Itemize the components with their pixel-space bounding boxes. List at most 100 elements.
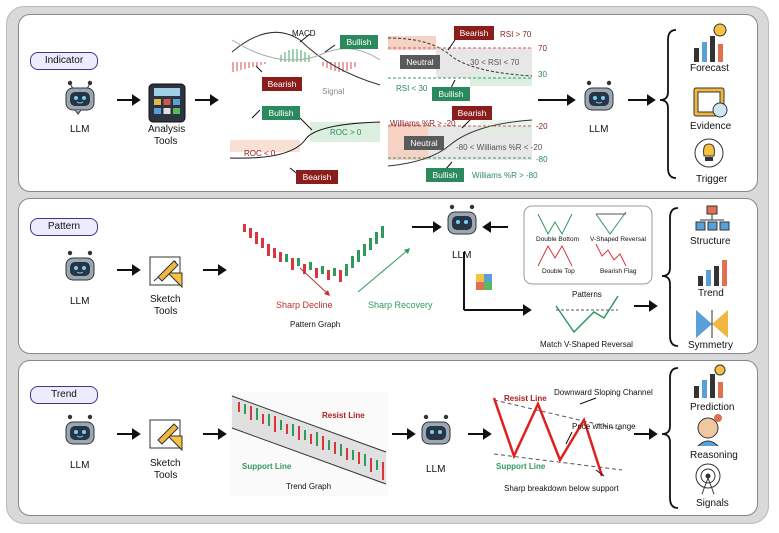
prediction-icon [694, 364, 726, 398]
output-structure: Structure [690, 236, 731, 247]
brace-icon [661, 207, 679, 347]
roc-bearish: Bearish [296, 170, 338, 184]
llm-label: LLM [70, 124, 90, 135]
zigzag-chart [492, 397, 623, 477]
double-top-icon [537, 244, 573, 267]
rsi-neutral: Neutral [400, 55, 440, 69]
pattern-tag: Pattern [30, 218, 98, 236]
rsi-tick-30: 30 [538, 70, 547, 79]
rsi-bearish: Bearish [454, 26, 494, 40]
match-caption: Match V-Shaped Reversal [540, 340, 633, 349]
within-range-label: Price within range [572, 422, 636, 431]
robot-icon-out [421, 414, 451, 445]
llm-out-label: LLM [589, 124, 609, 135]
resist-line-label-2: Resist Line [504, 394, 547, 403]
evidence-icon [693, 87, 728, 118]
output-evidence: Evidence [690, 121, 732, 132]
robot-icon [65, 250, 95, 281]
williams-bearish: Bearish [452, 106, 492, 120]
robot-icon-out [584, 80, 614, 111]
bearish-flag-icon [595, 243, 627, 267]
breakdown-label: Sharp breakdown below support [504, 484, 619, 493]
williams-tick-20: -20 [536, 122, 548, 131]
macd-chart [231, 31, 381, 86]
williams-low: Williams %R > -80 [472, 171, 538, 180]
double-bottom-icon [537, 213, 573, 236]
roc-chart [229, 109, 381, 177]
sketch-tool-icon [149, 419, 183, 452]
pattern-double-bottom: Double Bottom [536, 236, 579, 243]
robot-icon [65, 80, 95, 115]
roc-bullish: Bullish [262, 106, 300, 120]
rsi-bullish: Bullish [432, 87, 470, 101]
rsi-chart [387, 36, 533, 91]
trend-tag: Trend [30, 386, 98, 404]
tools-label-1: Analysis [148, 124, 186, 135]
pattern-double-top: Double Top [542, 268, 575, 275]
trend-channel-chart [230, 392, 388, 496]
trend-graph-caption: Trend Graph [286, 482, 332, 491]
tools-label-1: Sketch [150, 294, 181, 305]
calculator-icon [148, 83, 186, 123]
patterns-box [523, 205, 653, 285]
llm-label: LLM [70, 460, 90, 471]
tools-label-2: Tools [154, 306, 178, 317]
williams-high: Williams %R > -20 [390, 119, 456, 128]
match-v-icon [555, 295, 619, 334]
rsi-low: RSI < 30 [396, 84, 428, 93]
support-line-label-2: Support Line [496, 462, 546, 471]
forecast-icon [694, 23, 727, 62]
trend-icon [698, 260, 727, 286]
sketch-tool-icon [149, 256, 183, 289]
williams-tick-80: -80 [536, 155, 548, 164]
robot-icon-out [447, 204, 477, 235]
pattern-graph-caption: Pattern Graph [290, 320, 341, 329]
output-trigger: Trigger [696, 174, 728, 185]
tools-label-2: Tools [154, 470, 178, 481]
pattern-candles [243, 224, 410, 296]
output-prediction: Prediction [690, 402, 735, 413]
signals-icon [695, 463, 721, 495]
williams-mid: -80 < Williams %R < -20 [456, 143, 543, 152]
structure-icon [695, 205, 730, 231]
support-line-label: Support Line [242, 462, 292, 471]
symmetry-icon [696, 310, 728, 338]
brace-icon [661, 367, 679, 509]
sharp-decline: Sharp Decline [276, 300, 333, 310]
llm-label: LLM [70, 296, 90, 307]
puzzle-icon [476, 274, 492, 290]
llm-out-label: LLM [452, 250, 472, 261]
williams-bullish: Bullish [426, 168, 464, 182]
trigger-icon [694, 138, 724, 168]
rsi-mid: 30 < RSI < 70 [470, 58, 520, 67]
roc-down: ROC < 0 [244, 149, 276, 158]
llm-out-label: LLM [426, 464, 446, 475]
macd-bearish: Bearish [262, 77, 302, 91]
williams-neutral: Neutral [404, 136, 444, 150]
indicator-tag: Indicator [30, 52, 98, 70]
pattern-bearish-flag: Bearish Flag [600, 268, 637, 275]
roc-up: ROC > 0 [330, 128, 362, 137]
channel-label: Downward Sloping Channel [554, 388, 653, 397]
sharp-recovery: Sharp Recovery [368, 300, 433, 310]
macd-signal: Signal [322, 87, 345, 96]
reasoning-icon [697, 414, 722, 447]
output-signals: Signals [696, 498, 729, 509]
output-symmetry: Symmetry [688, 340, 733, 351]
pattern-v-reversal: V-Shaped Reversal [590, 236, 647, 243]
macd-title: MACD [292, 29, 316, 38]
resist-line-label: Resist Line [322, 411, 365, 420]
rsi-tick-70: 70 [538, 44, 547, 53]
rsi-high: RSI > 70 [500, 30, 532, 39]
v-reversal-icon [595, 211, 627, 235]
output-trend: Trend [698, 288, 724, 299]
patterns-caption: Patterns [572, 290, 602, 299]
brace-icon [659, 29, 677, 179]
output-forecast: Forecast [690, 63, 729, 74]
tools-label-2: Tools [154, 136, 178, 147]
output-reasoning: Reasoning [690, 450, 738, 461]
macd-bullish: Bullish [340, 35, 378, 49]
